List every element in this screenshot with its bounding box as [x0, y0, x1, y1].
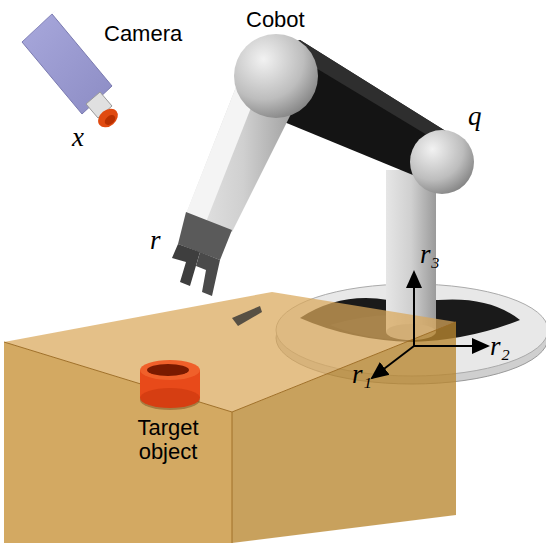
axis-label: r₂	[490, 332, 510, 362]
end-effector-symbol: r	[150, 226, 161, 256]
cobot-label: Cobot	[246, 8, 305, 32]
target-object-label: Target object	[112, 416, 224, 464]
joint-symbol: q	[468, 102, 482, 132]
target-object	[140, 360, 200, 410]
coordinate-axes	[372, 272, 488, 378]
axis-label: r₁	[352, 360, 372, 390]
table	[4, 292, 456, 543]
camera-pose-symbol: x	[72, 123, 84, 153]
axis-label: r₃	[420, 240, 440, 270]
camera-label: Camera	[104, 22, 182, 46]
